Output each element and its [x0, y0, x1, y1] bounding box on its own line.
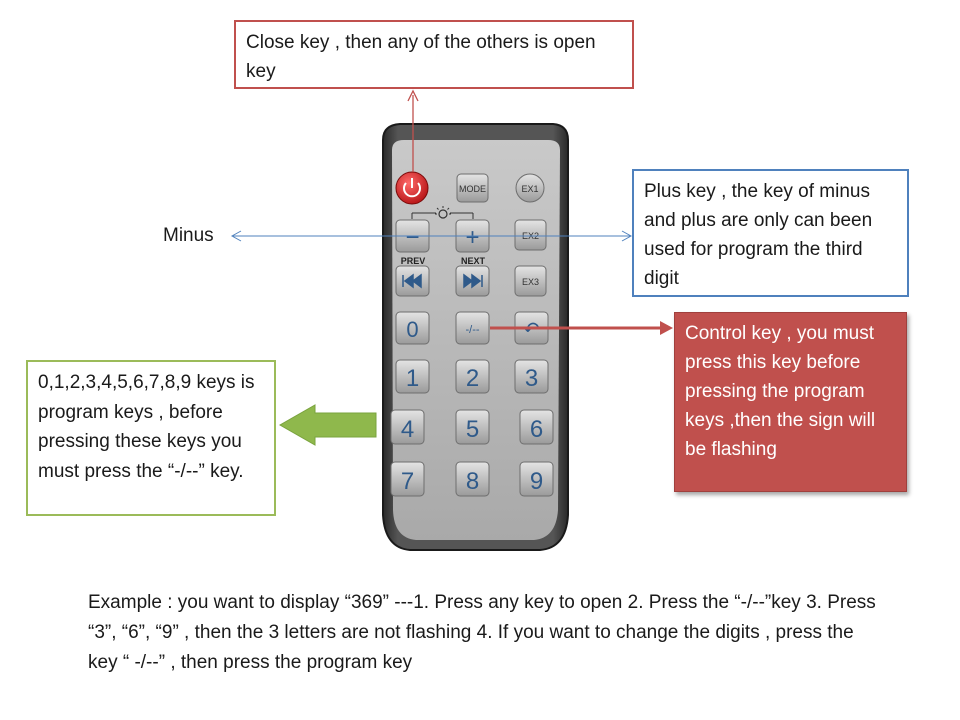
digit-2-button[interactable]: 2	[455, 359, 490, 394]
prev-label: PREV	[401, 256, 426, 266]
ex3-label: EX3	[522, 277, 539, 287]
rewind-icon	[402, 273, 422, 289]
ex3-button[interactable]: EX3	[514, 265, 547, 297]
program-keys-arrow	[278, 404, 377, 446]
next-label: NEXT	[461, 256, 486, 266]
power-icon	[403, 182, 421, 198]
plus-symbol: +	[465, 224, 479, 251]
digit-3-label: 3	[525, 365, 538, 392]
program-keys-callout: 0,1,2,3,4,5,6,7,8,9 keys is program keys…	[26, 360, 276, 516]
digit-6-label: 6	[530, 416, 543, 443]
ex1-label: EX1	[521, 184, 538, 194]
close-key-callout: Close key , then any of the others is op…	[234, 20, 634, 89]
digit-0-label: 0	[406, 317, 418, 342]
digit-1-label: 1	[406, 365, 419, 392]
digit-8-label: 8	[466, 468, 479, 495]
rewind-button[interactable]	[395, 265, 430, 297]
digit-3-button[interactable]: 3	[514, 359, 549, 394]
control-key-callout: Control key , you must press this key be…	[674, 312, 907, 492]
digit-2-label: 2	[466, 365, 479, 392]
digit-8-button[interactable]: 8	[455, 461, 490, 497]
mode-label: MODE	[459, 184, 486, 194]
digit-4-label: 4	[401, 416, 414, 443]
digit-0-button[interactable]: 0	[395, 311, 430, 345]
dash-key-label: -/--	[465, 324, 479, 336]
digit-7-button[interactable]: 7	[390, 461, 425, 497]
minus-symbol: −	[405, 224, 419, 251]
power-button[interactable]	[395, 171, 429, 205]
close-key-text: Close key , then any of the others is op…	[246, 32, 596, 82]
fast-forward-button[interactable]	[455, 265, 490, 297]
digit-7-label: 7	[401, 468, 414, 495]
brightness-icon	[435, 206, 451, 219]
minus-label: Minus	[163, 225, 214, 246]
ex1-button[interactable]: EX1	[515, 173, 545, 203]
example-instructions: Example : you want to display “369” ---1…	[88, 592, 876, 673]
digit-6-button[interactable]: 6	[519, 409, 554, 445]
digit-1-button[interactable]: 1	[395, 359, 430, 394]
control-key-text: Control key , you must press this key be…	[685, 323, 876, 460]
digit-9-label: 9	[530, 468, 543, 495]
plus-key-callout: Plus key , the key of minus and plus are…	[632, 169, 909, 297]
digit-5-button[interactable]: 5	[455, 409, 490, 445]
digit-9-button[interactable]: 9	[519, 461, 554, 497]
digit-4-button[interactable]: 4	[390, 409, 425, 445]
back-icon: ↶	[523, 319, 540, 341]
dash-key-button[interactable]: -/--	[455, 311, 490, 345]
fast-forward-icon	[463, 273, 483, 289]
digit-5-label: 5	[466, 416, 479, 443]
program-keys-text: 0,1,2,3,4,5,6,7,8,9 keys is program keys…	[38, 372, 255, 482]
plus-key-text: Plus key , the key of minus and plus are…	[644, 181, 873, 289]
mode-button[interactable]: MODE	[456, 173, 489, 203]
ex2-button[interactable]: EX2	[514, 219, 547, 251]
